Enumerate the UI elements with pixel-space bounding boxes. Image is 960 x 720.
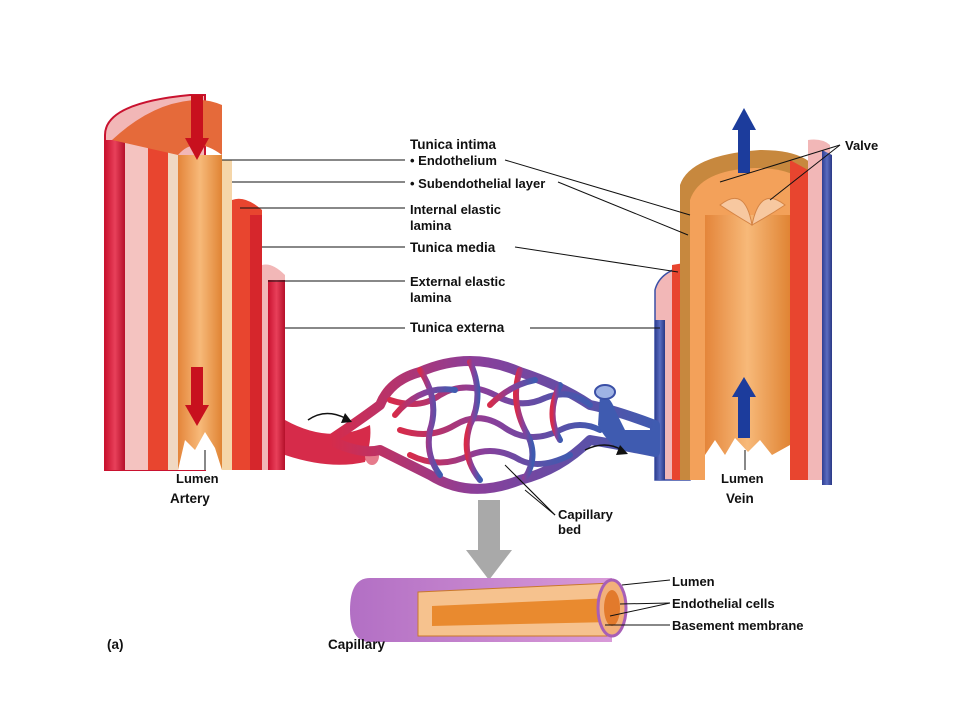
label-endothelial-cells: Endothelial cells	[672, 596, 775, 611]
label-tunica-externa: Tunica externa	[410, 320, 505, 335]
label-lumen-capillary: Lumen	[672, 574, 715, 589]
artery-illustration	[104, 93, 285, 471]
label-basement-membrane: Basement membrane	[672, 618, 804, 633]
label-vein: Vein	[726, 491, 754, 506]
label-artery: Artery	[170, 491, 210, 506]
label-valve: Valve	[845, 138, 879, 153]
vein-illustration	[654, 108, 832, 485]
label-internal-elastic-2: lamina	[410, 218, 452, 233]
label-external-elastic-1: External elastic	[410, 274, 506, 289]
label-capillary-bed-2: bed	[558, 522, 582, 537]
label-tunica-media: Tunica media	[410, 240, 496, 255]
label-capillary: Capillary	[328, 637, 386, 652]
capillary-bed-illustration	[285, 356, 660, 580]
label-tunica-intima: Tunica intima	[410, 137, 497, 152]
label-external-elastic-2: lamina	[410, 290, 452, 305]
label-endothelium: • Endothelium	[410, 153, 497, 168]
label-subendothelial-layer: • Subendothelial layer	[410, 176, 546, 191]
label-lumen-vein: Lumen	[721, 471, 764, 486]
label-internal-elastic-1: Internal elastic	[410, 202, 502, 217]
capillary-illustration	[350, 578, 628, 642]
panel-label: (a)	[107, 637, 124, 652]
leader-lines	[204, 144, 841, 626]
label-lumen-artery: Lumen	[176, 471, 219, 486]
label-capillary-bed-1: Capillary	[558, 507, 613, 522]
